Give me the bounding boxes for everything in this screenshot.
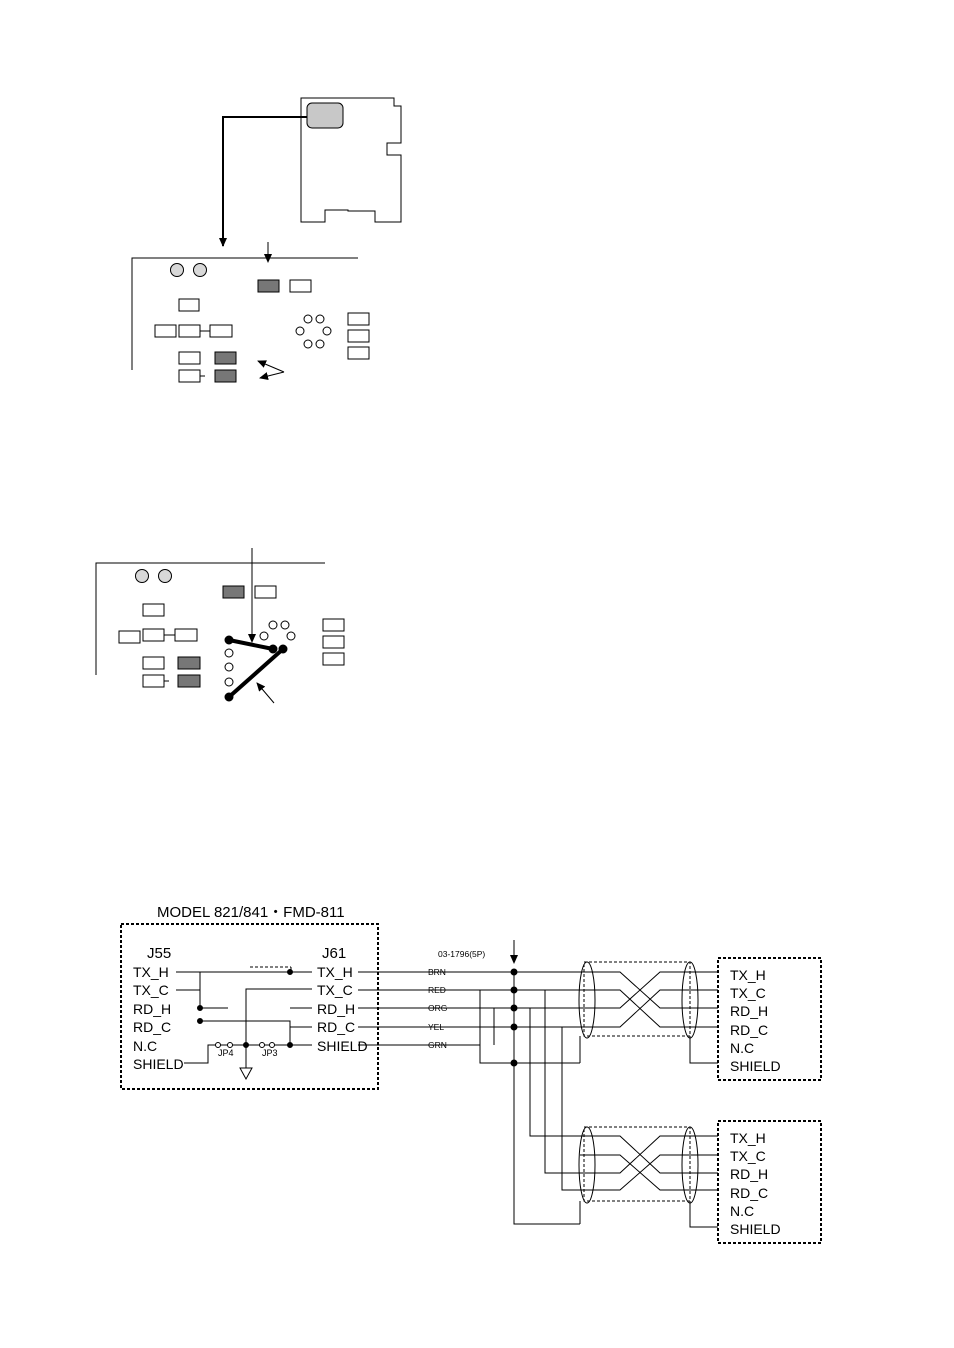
twisted-pair-run-1 — [579, 962, 718, 1063]
board-hole — [171, 264, 184, 277]
jp3-label: JP3 — [262, 1048, 278, 1058]
terminal — [323, 653, 344, 665]
jumper-arrow — [260, 372, 284, 378]
jumper-block — [215, 352, 236, 364]
svg-text:YEL: YEL — [428, 1022, 444, 1032]
svg-text:SHIELD: SHIELD — [730, 1221, 781, 1237]
svg-text:GRN: GRN — [428, 1040, 447, 1050]
component — [179, 325, 200, 337]
jumper-wire-arrow — [257, 683, 274, 703]
svg-text:RD_H: RD_H — [730, 1166, 768, 1182]
pin-circle-group — [225, 621, 295, 686]
svg-text:TX_C: TX_C — [133, 982, 169, 998]
svg-text:RED: RED — [428, 985, 446, 995]
svg-text:TX_C: TX_C — [730, 985, 766, 1001]
device-2-pin-labels: TX_H TX_C RD_H RD_C N.C SHIELD — [730, 1130, 781, 1237]
wiring-schematic: MODEL 821/841・FMD-811 J55 J61 TX_H TX_C … — [121, 904, 821, 1243]
terminal — [348, 347, 369, 359]
location-leader-line — [223, 117, 307, 246]
wire-color-labels: BRN RED ORG YEL GRN — [428, 967, 447, 1050]
connector-j61 — [258, 280, 279, 292]
pcb-connector-highlight — [307, 103, 343, 128]
svg-text:TX_H: TX_H — [317, 964, 353, 980]
jp4-label: JP4 — [218, 1048, 234, 1058]
jumper-block — [178, 675, 200, 687]
component — [143, 604, 164, 616]
component — [119, 631, 140, 643]
jumper-wire — [229, 649, 283, 697]
j61-pin-labels: TX_H TX_C RD_H RD_C SHIELD — [317, 964, 368, 1054]
board-hole — [194, 264, 207, 277]
terminal — [323, 636, 344, 648]
device-1-pin-labels: TX_H TX_C RD_H RD_C N.C SHIELD — [730, 967, 781, 1074]
component — [179, 352, 200, 364]
jumper-setting-figure — [96, 548, 344, 703]
main-board-edge — [96, 563, 325, 675]
svg-text:SHIELD: SHIELD — [730, 1058, 781, 1074]
component — [143, 629, 164, 641]
svg-text:N.C: N.C — [133, 1038, 157, 1054]
terminal — [348, 313, 369, 325]
component — [179, 370, 200, 382]
svg-text:RD_C: RD_C — [317, 1019, 355, 1035]
board-location-figure — [132, 98, 401, 382]
j55-pin-labels: TX_H TX_C RD_H RD_C N.C SHIELD — [133, 964, 184, 1072]
svg-text:N.C: N.C — [730, 1040, 754, 1056]
connector-block — [255, 586, 276, 598]
jumper-arrow — [258, 361, 284, 372]
twisted-pair-run-2 — [579, 1127, 718, 1227]
svg-text:RD_C: RD_C — [730, 1185, 768, 1201]
component — [155, 325, 176, 337]
board-hole — [159, 570, 172, 583]
svg-text:TX_H: TX_H — [730, 1130, 766, 1146]
cable-label: 03-1796(5P) — [438, 949, 485, 959]
j61-label: J61 — [322, 945, 346, 962]
svg-text:TX_H: TX_H — [133, 964, 169, 980]
svg-text:RD_H: RD_H — [730, 1003, 768, 1019]
svg-text:TX_C: TX_C — [730, 1148, 766, 1164]
board-hole — [136, 570, 149, 583]
connector-j61 — [223, 586, 244, 598]
svg-text:N.C: N.C — [730, 1203, 754, 1219]
svg-text:RD_H: RD_H — [317, 1001, 355, 1017]
jumper-block — [215, 370, 236, 382]
internal-wiring — [176, 967, 312, 1079]
svg-text:RD_C: RD_C — [133, 1019, 171, 1035]
svg-text:SHIELD: SHIELD — [133, 1056, 184, 1072]
schematic-title: MODEL 821/841・FMD-811 — [157, 904, 345, 921]
component — [210, 325, 232, 337]
jumper-block — [178, 657, 200, 669]
svg-text:RD_H: RD_H — [133, 1001, 171, 1017]
svg-text:RD_C: RD_C — [730, 1022, 768, 1038]
component — [143, 657, 164, 669]
component — [143, 675, 164, 687]
cable-wires — [358, 969, 580, 1224]
svg-text:BRN: BRN — [428, 967, 446, 977]
svg-text:SHIELD: SHIELD — [317, 1038, 368, 1054]
svg-text:TX_H: TX_H — [730, 967, 766, 983]
ground-symbol — [240, 1068, 252, 1079]
svg-text:TX_C: TX_C — [317, 982, 353, 998]
terminal — [348, 330, 369, 342]
component — [175, 629, 197, 641]
connector-block — [290, 280, 311, 292]
svg-text:ORG: ORG — [428, 1003, 447, 1013]
main-board-edge — [132, 258, 358, 370]
component — [179, 299, 199, 311]
pin-circle-group — [296, 315, 331, 348]
j55-label: J55 — [147, 945, 171, 962]
terminal — [323, 619, 344, 631]
jumper-wire — [229, 640, 273, 649]
